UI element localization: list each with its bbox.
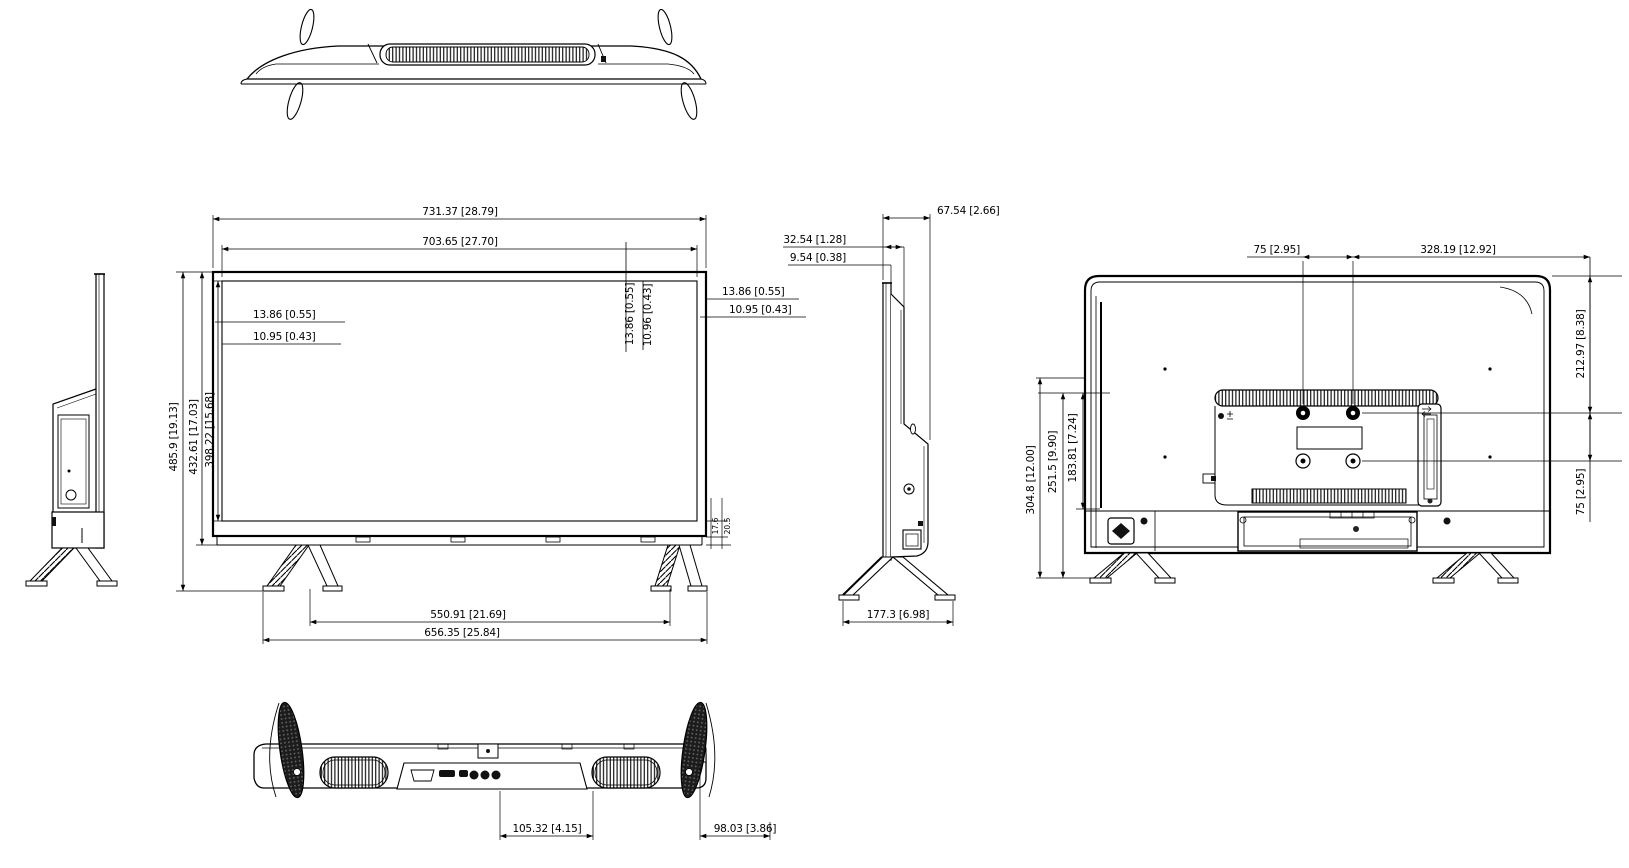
back-housing — [52, 388, 97, 512]
dim-front-bezel-left-b: 10.95 [0.43] — [253, 331, 316, 343]
screw — [1443, 517, 1451, 525]
stand-leg — [75, 547, 113, 582]
dim-side-depth-upper: 32.54 [1.28] — [783, 234, 846, 246]
dim-bottom-foot-depth: 98.03 [3.86] — [714, 823, 777, 835]
stand-leg — [1092, 552, 1139, 579]
stand-leg — [307, 544, 339, 587]
dim-back-vesa-vertical: 75 [2.95] — [1575, 469, 1587, 516]
stand-leg — [841, 556, 895, 596]
dim-back-vesa-to-edge: 328.19 [12.92] — [1420, 244, 1496, 256]
vga-port — [410, 769, 435, 782]
dim-front-stand-span-inner: 550.91 [21.69] — [430, 609, 506, 621]
av-jack — [491, 770, 501, 780]
stand-leg — [1134, 552, 1173, 579]
hdmi-port — [439, 770, 455, 777]
stand-leg — [678, 544, 703, 587]
right-side-view: 67.54 [2.66] 32.54 [1.28] 9.54 [0.38] 17… — [783, 205, 1000, 626]
stand-leg — [1435, 552, 1482, 579]
stand-leg — [891, 556, 950, 596]
left-side-view — [25, 273, 118, 587]
top-view — [240, 8, 707, 120]
panel-edge — [882, 282, 892, 561]
dim-side-panel-thickness: 9.54 [0.38] — [790, 252, 846, 264]
screw — [1140, 517, 1148, 525]
front-view: 731.37 [28.79] 703.65 [27.70] 485.9 [19.… — [168, 206, 806, 644]
port — [902, 529, 922, 550]
speaker-grille — [319, 756, 389, 789]
back-vent-grille — [1214, 389, 1439, 407]
dim-back-height-a: 304.8 [12.00] — [1025, 445, 1037, 514]
dim-front-height-screen: 398.22 [15.68] — [204, 392, 216, 468]
dim-side-depth-overall: 67.54 [2.66] — [937, 205, 1000, 217]
speaker-grille — [591, 756, 661, 789]
dim-bottom-connector-offset: 105.32 [4.15] — [512, 823, 581, 835]
dim-back-top-to-vesa: 212.97 [8.38] — [1575, 309, 1587, 378]
back-view: 75 [2.95] 328.19 [12.92] 212.97 [8.38] 7… — [1025, 244, 1622, 584]
dim-front-stand-span-outer: 656.35 [25.84] — [424, 627, 500, 639]
lower-vent-grille — [1251, 488, 1407, 504]
stand-leg-top-view — [286, 82, 304, 120]
rating-label — [1296, 426, 1363, 450]
cable-hole — [910, 423, 916, 435]
dim-front-height-panel: 432.61 [17.03] — [188, 399, 200, 475]
dim-front-bezel-top-b: 10.96 [0.43] — [642, 284, 654, 347]
dim-front-bezel-left-a: 13.86 [0.55] — [253, 309, 316, 321]
dim-front-chin-a: 17.6 — [711, 517, 720, 534]
dim-front-bezel-right-a: 13.86 [0.55] — [722, 286, 785, 298]
dim-back-height-b: 251.5 [9.90] — [1047, 431, 1059, 494]
stand-leg — [1477, 552, 1516, 579]
connector-jack — [65, 489, 77, 501]
stand-leg — [266, 544, 310, 587]
screen — [221, 280, 698, 522]
back-housing — [890, 293, 929, 558]
av-jack — [480, 770, 490, 780]
screw — [1218, 413, 1224, 419]
stand-leg-top-view — [299, 8, 315, 46]
stand-leg-top-view — [657, 8, 673, 46]
stand-leg-top-view — [680, 82, 698, 120]
usb-port — [459, 770, 468, 777]
stand-leg — [28, 547, 76, 582]
base-housing — [51, 511, 105, 549]
top-vent-grille — [385, 46, 590, 63]
dim-front-width-screen: 703.65 [27.70] — [422, 236, 498, 248]
dim-back-vesa-horizontal: 75 [2.95] — [1254, 244, 1301, 256]
dim-front-bezel-right-b: 10.95 [0.43] — [729, 304, 792, 316]
bottom-view: 105.32 [4.15] 98.03 [3.86] — [253, 701, 777, 840]
panel-edge — [95, 273, 105, 549]
dim-front-height-overall: 485.9 [19.13] — [168, 402, 180, 471]
connector-bay — [1237, 511, 1418, 552]
av-jack — [469, 770, 479, 780]
stand-leg — [654, 544, 681, 587]
dim-front-width-overall: 731.37 [28.79] — [422, 206, 498, 218]
dim-back-height-c: 183.81 [7.24] — [1067, 413, 1079, 482]
dim-front-chin-b: 20.5 — [723, 517, 732, 534]
dim-front-bezel-top-a: 13.86 [0.55] — [624, 283, 636, 346]
dim-side-stand-depth: 177.3 [6.98] — [867, 609, 930, 621]
